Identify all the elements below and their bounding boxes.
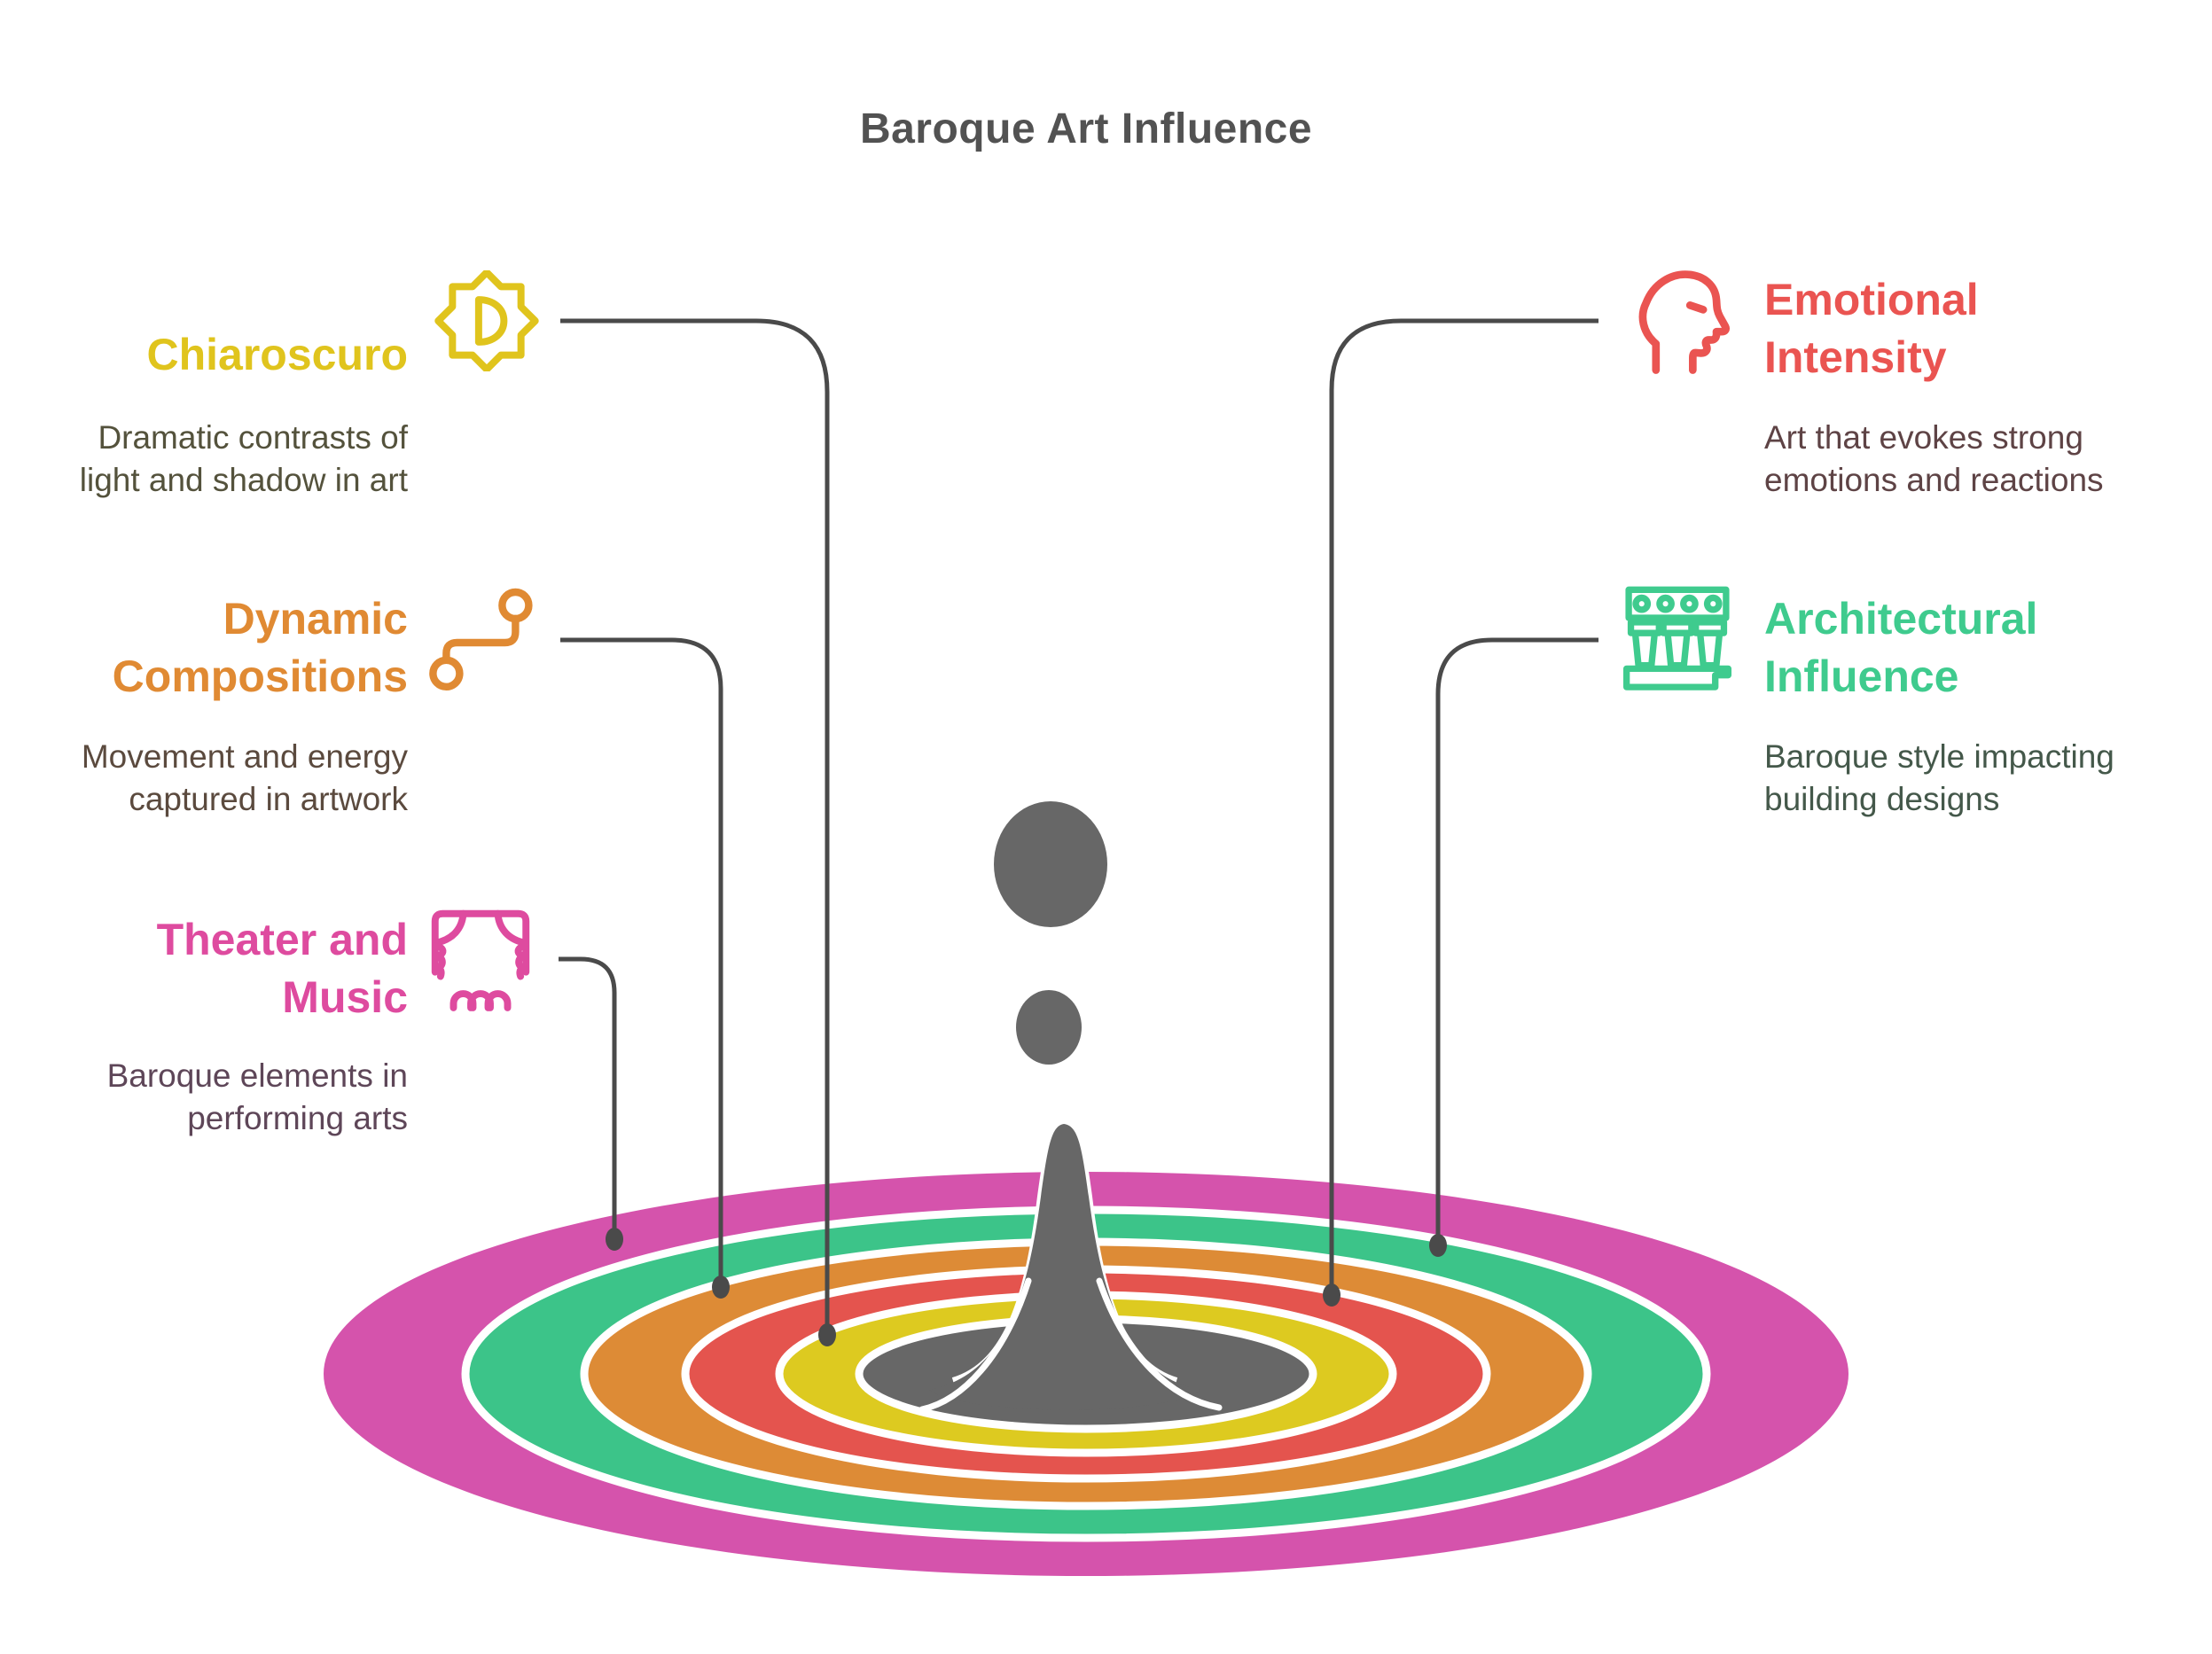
water-splash — [918, 801, 1223, 1413]
description-line: captured in artwork — [129, 781, 408, 817]
description-line: Dramatic contrasts of — [98, 419, 408, 456]
architectural-influence-heading: Architectural Influence — [1764, 590, 2212, 706]
connector-architectural-influence — [1435, 637, 1598, 1245]
connector-chiaroscuro — [560, 318, 830, 1335]
droplet-large — [994, 801, 1107, 927]
heading-line: Emotional — [1764, 275, 1979, 324]
emotional-intensity-heading: Emotional Intensity — [1764, 271, 2212, 386]
dot-theater-and-music — [606, 1228, 623, 1251]
connector-lines — [559, 318, 1598, 1335]
droplet-small — [1016, 990, 1082, 1065]
dot-chiaroscuro — [818, 1323, 836, 1346]
chiaroscuro-heading-line: Chiaroscuro — [146, 330, 408, 379]
theater-stage-icon — [431, 909, 530, 1011]
chiaroscuro-heading: Chiaroscuro — [53, 326, 408, 384]
flow-route-icon — [429, 588, 533, 690]
heading-line: Music — [282, 972, 408, 1022]
connector-theater-and-music — [559, 956, 617, 1239]
heading-line: Compositions — [112, 651, 408, 701]
splash-crown-right — [1096, 1277, 1223, 1411]
description-line: Baroque elements in — [106, 1057, 408, 1094]
connector-dots — [606, 1228, 1447, 1346]
heading-line: Architectural — [1764, 594, 2038, 644]
theater-and-music-description: Baroque elements in performing arts — [53, 1055, 408, 1140]
contrast-sun-icon — [434, 270, 539, 371]
description-line: Art that evokes strong — [1764, 419, 2083, 456]
dot-architectural-influence — [1429, 1234, 1447, 1257]
dot-emotional-intensity — [1323, 1283, 1340, 1307]
heading-line: Intensity — [1764, 332, 1947, 382]
heading-line: Dynamic — [223, 594, 408, 644]
theater-and-music-heading: Theater and Music — [53, 911, 408, 1026]
connector-emotional-intensity — [1329, 318, 1598, 1295]
dynamic-compositions-description: Movement and energy captured in artwork — [53, 736, 408, 821]
connector-dynamic-compositions — [560, 637, 723, 1287]
description-line: building designs — [1764, 781, 2000, 817]
dot-dynamic-compositions — [712, 1276, 730, 1299]
dynamic-compositions-heading: Dynamic Compositions — [53, 590, 408, 706]
chiaroscuro-description: Dramatic contrasts of light and shadow i… — [53, 417, 408, 502]
heading-line: Influence — [1764, 651, 1959, 701]
description-line: Baroque style impacting — [1764, 738, 2114, 775]
emotional-intensity-description: Art that evokes strong emotions and reac… — [1764, 417, 2212, 502]
description-line: emotions and reactions — [1764, 462, 2104, 498]
splash-column — [929, 1124, 1200, 1410]
description-line: performing arts — [187, 1100, 408, 1136]
columns-balustrade-icon — [1623, 586, 1731, 690]
face-profile-icon — [1638, 270, 1730, 374]
page-title: Baroque Art Influence — [859, 105, 1313, 152]
architectural-influence-description: Baroque style impacting building designs — [1764, 736, 2212, 821]
splash-crown-left — [918, 1277, 1032, 1413]
heading-line: Theater and — [156, 915, 408, 964]
description-line: Movement and energy — [81, 738, 408, 775]
description-line: light and shadow in art — [79, 462, 408, 498]
